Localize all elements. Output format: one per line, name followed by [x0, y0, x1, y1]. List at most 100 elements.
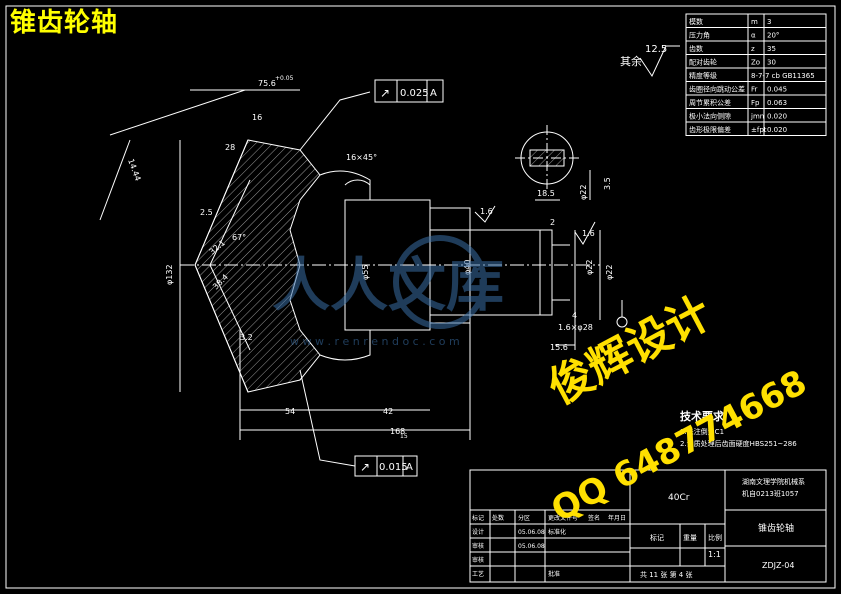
title-block-header: 更改文件号	[548, 514, 578, 522]
svg-text:75.6: 75.6	[258, 79, 276, 88]
svg-text:+0.05: +0.05	[275, 75, 294, 82]
svg-text:A: A	[430, 88, 437, 99]
svg-text:1.6×φ28: 1.6×φ28	[558, 323, 593, 332]
svg-text:4: 4	[572, 311, 577, 320]
param-cell: 0.020	[767, 126, 787, 134]
param-cell: ±fpt	[751, 126, 767, 134]
svg-text:A: A	[406, 462, 413, 473]
param-cell: 齿形极限偏差	[689, 125, 731, 134]
svg-text:φ55: φ55	[361, 265, 370, 280]
svg-text:28: 28	[225, 143, 235, 152]
svg-text:15.6: 15.6	[550, 343, 568, 352]
roughness-value: 12.5	[645, 44, 667, 55]
param-cell: 压力角	[689, 31, 710, 40]
param-cell: 精度等级	[689, 71, 717, 80]
svg-text:3.5: 3.5	[603, 177, 612, 190]
param-cell: 8-7-7 cb GB11365	[751, 72, 815, 80]
svg-text:ZDJZ-04: ZDJZ-04	[762, 561, 794, 570]
svg-text:0.015: 0.015	[379, 462, 408, 473]
param-cell: 0.063	[767, 99, 787, 107]
surface-roughness: 其余 12.5	[620, 44, 680, 78]
svg-text:φ40: φ40	[463, 260, 472, 275]
roughness-label: 其余	[620, 54, 642, 68]
svg-text:φ22: φ22	[605, 265, 614, 280]
title-block-cell: 05.06.08	[518, 529, 545, 536]
svg-text:2.5: 2.5	[200, 208, 213, 217]
svg-text:67°: 67°	[232, 233, 246, 242]
svg-text:2.调质处理后齿面硬度HBS251~286: 2.调质处理后齿面硬度HBS251~286	[680, 439, 797, 448]
svg-text:16: 16	[252, 113, 262, 122]
svg-text:φ22: φ22	[585, 260, 594, 275]
param-cell: 周节累积公差	[689, 98, 731, 107]
svg-text:技术要求: 技术要求	[680, 409, 725, 423]
svg-text:1.未注倒角C1: 1.未注倒角C1	[680, 427, 724, 436]
svg-text:168: 168	[390, 427, 405, 436]
param-cell: Fp	[751, 99, 760, 107]
title-block-header: 处数	[492, 514, 504, 522]
title-block-header: 年月日	[608, 514, 626, 522]
title-block-header: 分区	[518, 514, 530, 522]
param-cell: 20°	[767, 32, 779, 40]
page-title: 锥齿轮轴	[10, 8, 119, 38]
tolerance-frame-upper: ↗ 0.025 A	[374, 79, 444, 103]
svg-text:↗: ↗	[380, 86, 390, 100]
svg-text:3.2: 3.2	[240, 333, 253, 342]
title-block-cell: 批准	[548, 570, 560, 578]
param-cell: 0.045	[767, 86, 787, 94]
svg-text:1.6: 1.6	[480, 207, 493, 216]
dimension-labels: 75.6 +0.05 14.44 28 16 2.5 67° 16×45° φ1…	[126, 75, 614, 440]
site-watermark: 人人文库 w w w . r e n r e n d o c . c o m	[272, 235, 504, 348]
title-block-cell: 工艺	[472, 570, 484, 578]
param-cell: jmn	[750, 113, 764, 121]
title-block-cell: 审核	[472, 542, 484, 550]
svg-text:φ132: φ132	[165, 264, 174, 285]
param-cell: 0.020	[767, 113, 787, 121]
title-block-text: 40Cr 湖南文理学院机械系 机自0213班1057 锥齿轮轴 ZDJZ-04 …	[472, 477, 805, 579]
title-block-header: 签名	[588, 514, 600, 522]
param-cell: 极小法向侧隙	[689, 112, 731, 121]
svg-text:18.5: 18.5	[537, 189, 555, 198]
svg-text:16×45°: 16×45°	[346, 153, 377, 162]
svg-text:54: 54	[285, 407, 295, 416]
param-cell: 模数	[689, 17, 703, 26]
svg-text:15: 15	[400, 433, 408, 440]
param-cell: 齿数	[689, 44, 703, 53]
param-cell: z	[751, 45, 755, 53]
param-cell: 35	[767, 45, 776, 53]
technical-requirements: 技术要求 1.未注倒角C1 2.调质处理后齿面硬度HBS251~286	[680, 409, 797, 448]
svg-text:机自0213班1057: 机自0213班1057	[742, 489, 799, 498]
svg-text:2: 2	[550, 218, 555, 227]
svg-text:1:1: 1:1	[708, 550, 721, 559]
svg-text:1.6: 1.6	[582, 229, 595, 238]
svg-text:共 11 张 第 4 张: 共 11 张 第 4 张	[640, 570, 693, 579]
param-cell: Fr	[751, 86, 758, 94]
svg-text:42: 42	[383, 407, 393, 416]
svg-text:湖南文理学院机械系: 湖南文理学院机械系	[742, 477, 805, 486]
param-cell: 配对齿轮	[689, 58, 717, 67]
title-block	[469, 469, 827, 583]
tolerance-frame-lower: ↗ 0.015 A	[354, 455, 418, 477]
param-cell: α	[751, 32, 756, 40]
parameter-table: 模数 m 3 压力角 α 20° 齿数 z 35 配对齿轮 Zo 30 精度等级 8-7-7 cb GB1…	[685, 13, 827, 136]
drawing-border	[5, 5, 836, 589]
param-cell: Zo	[751, 59, 760, 67]
svg-text:φ22: φ22	[579, 185, 588, 200]
title-block-cell: 标准化	[548, 528, 566, 536]
svg-text:w w w . r e n r e n d o c . c: w w w . r e n r e n d o c . c o m	[290, 335, 460, 348]
param-cell: 30	[767, 59, 776, 67]
svg-text:比例: 比例	[708, 533, 722, 542]
title-block-cell: 设计	[472, 528, 484, 536]
param-cell: 3	[767, 18, 771, 26]
svg-text:↗: ↗	[360, 460, 370, 474]
svg-text:14.44: 14.44	[126, 158, 142, 183]
title-block-cell: 审核	[472, 556, 484, 564]
title-block-header: 标记	[472, 514, 484, 522]
param-cell: 齿圈径向跳动公差	[689, 85, 745, 94]
param-cell: m	[751, 18, 758, 26]
svg-text:标记: 标记	[650, 533, 664, 542]
svg-text:40Cr: 40Cr	[668, 493, 690, 503]
svg-text:0.025: 0.025	[400, 88, 429, 99]
title-block-cell: 05.06.08	[518, 543, 545, 550]
svg-text:重量: 重量	[683, 534, 697, 542]
